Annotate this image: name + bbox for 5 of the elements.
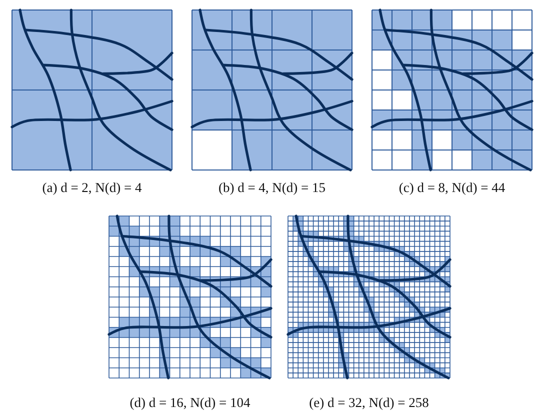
panel-caption: (e) d = 32, N(d) = 258 <box>309 395 429 411</box>
panel-caption: (a) d = 2, N(d) = 4 <box>42 180 142 196</box>
panel-caption: (b) d = 4, N(d) = 15 <box>218 180 326 196</box>
panel-caption: (c) d = 8, N(d) = 44 <box>398 180 506 196</box>
panel-caption: (d) d = 16, N(d) = 104 <box>130 395 250 411</box>
